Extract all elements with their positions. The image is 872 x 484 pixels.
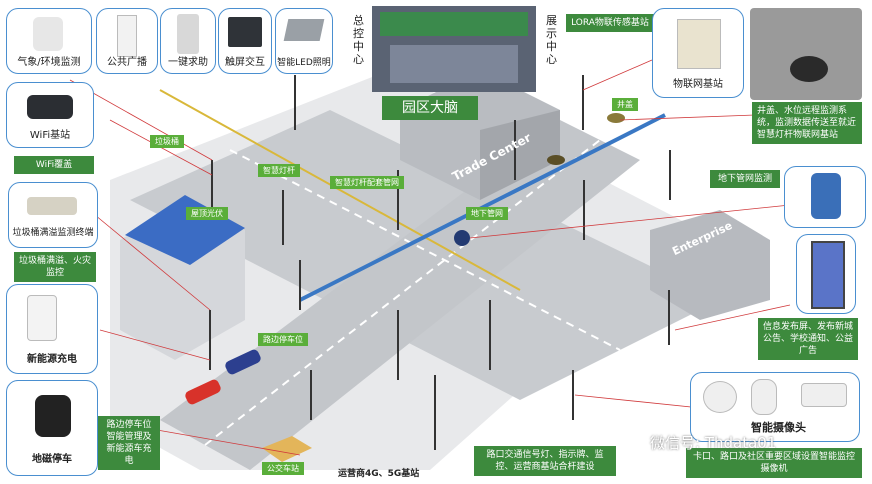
led-lamp-icon: [283, 19, 325, 41]
ptz-camera-icon: [751, 379, 777, 415]
tag-roadside: 路边停车位: [258, 333, 308, 346]
flowmeter-card: [784, 166, 866, 228]
bullet-camera-icon: [801, 383, 847, 407]
blue-car: [225, 349, 261, 375]
lane-line-main: [229, 149, 621, 351]
dome-camera-icon: [703, 381, 737, 413]
weather-label: 气象/环境监测: [17, 57, 81, 68]
watermark: 微信号: Thdata01: [650, 434, 777, 452]
display-center-label: 展示中心: [546, 14, 557, 66]
weather-sensor-icon: [33, 17, 63, 51]
pole-network-line: [159, 89, 521, 291]
tag-pipe: 地下管网: [466, 207, 508, 220]
touchscreen-icon: [228, 17, 262, 47]
street-poles: [209, 75, 671, 450]
tag-bus: 公交车站: [262, 462, 304, 475]
iot-card: 物联网基站: [652, 8, 744, 98]
well-photo: [750, 8, 862, 100]
camera-label: 智能摄像头: [751, 421, 806, 434]
tag-well-cover: 井盖: [612, 98, 638, 111]
well-cover-1: [607, 113, 625, 123]
broadcast-label: 公共广播: [107, 57, 147, 68]
lora-box: LORA物联传感基站: [566, 14, 654, 32]
sos-label: 一键求助: [168, 57, 208, 68]
control-center-label: 总控中心: [353, 14, 364, 66]
enterprise-building: [650, 210, 770, 320]
charge-label: 新能源充电: [27, 354, 77, 365]
led-card: 智能LED照明: [275, 8, 333, 74]
bin-label: 垃圾桶满溢监测终端: [12, 228, 94, 238]
bin-fire-box: 垃圾桶满溢、火灾监控: [14, 252, 96, 282]
parking-card: 地磁停车: [6, 380, 98, 476]
iot-label: 物联网基站: [673, 79, 723, 90]
broadcast-card: 公共广播: [96, 8, 158, 74]
pipe-monitor-box: 地下管网监测: [710, 170, 780, 188]
display-screen-icon: [811, 241, 845, 309]
crossroad-box: 路口交通信号灯、指示牌、监控、运营商基站合杆建设: [474, 446, 616, 476]
wifi-card: WiFi基站: [6, 82, 94, 148]
park-brain-title: 园区大脑: [382, 96, 478, 120]
well-cover-2: [547, 155, 565, 165]
tag-distribution: 智慧灯杆配套管网: [330, 176, 404, 189]
manhole-icon: [790, 56, 828, 82]
bus-stop: [262, 436, 312, 462]
parking-label: 地磁停车: [32, 454, 72, 465]
tag-solar: 屋顶光伏: [186, 207, 228, 220]
iot-box-icon: [677, 19, 721, 69]
touch-card: 触屏交互: [218, 8, 272, 74]
wifi-label: WiFi基站: [29, 130, 71, 141]
flowmeter-icon: [811, 173, 841, 219]
tag-pole: 智慧灯杆: [258, 164, 300, 177]
wifi-coverage-box: WiFi覆盖: [14, 156, 94, 174]
red-car: [185, 379, 221, 405]
bin-sensor-icon: [27, 197, 77, 215]
charger-icon: [27, 295, 57, 341]
well-monitor-box: 井盖、水位远程监测系统，监测数据传送至就近智慧灯杆物联网基站: [752, 102, 862, 144]
wifi-router-icon: [27, 95, 73, 119]
pipe-valve: [454, 230, 470, 246]
charge-card: 新能源充电: [6, 284, 98, 374]
info-screen-card: [796, 234, 856, 314]
sos-card: 一键求助: [160, 8, 216, 74]
touch-label: 触屏交互: [225, 57, 265, 68]
info-screen-box: 信息发布屏、发布新城公告、学校通知、公益广告: [758, 318, 858, 360]
operator-label: 运营商4G、5G基站: [338, 469, 420, 479]
led-label: 智能LED照明: [277, 58, 331, 68]
camera-info-box: 卡口、路口及社区重要区域设置智能监控摄像机: [686, 448, 862, 478]
magnetic-sensor-icon: [35, 395, 71, 437]
weather-card: 气象/环境监测: [6, 8, 92, 74]
parking-info-box: 路边停车位智能管理及新能源车充电: [98, 416, 160, 470]
bin-card: 垃圾桶满溢监测终端: [8, 182, 98, 248]
cross-road: [160, 120, 640, 470]
sos-button-icon: [177, 14, 199, 54]
speaker-icon: [117, 15, 137, 57]
camera-card: 智能摄像头: [690, 372, 860, 442]
tag-trash: 垃圾桶: [150, 135, 184, 148]
